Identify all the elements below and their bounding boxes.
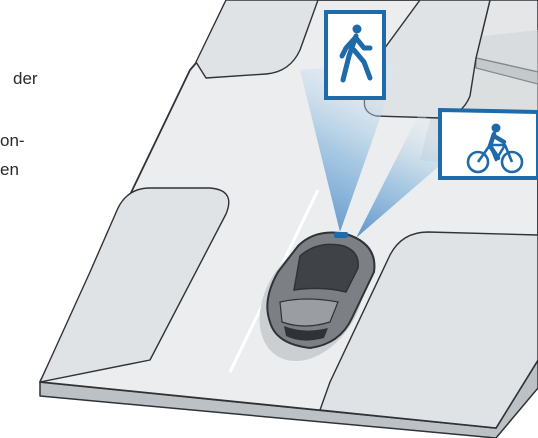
car-hood (280, 299, 338, 326)
bicycle-sign (440, 110, 538, 178)
car-front-sensor (334, 232, 348, 238)
pedestrian-sign (326, 12, 384, 98)
